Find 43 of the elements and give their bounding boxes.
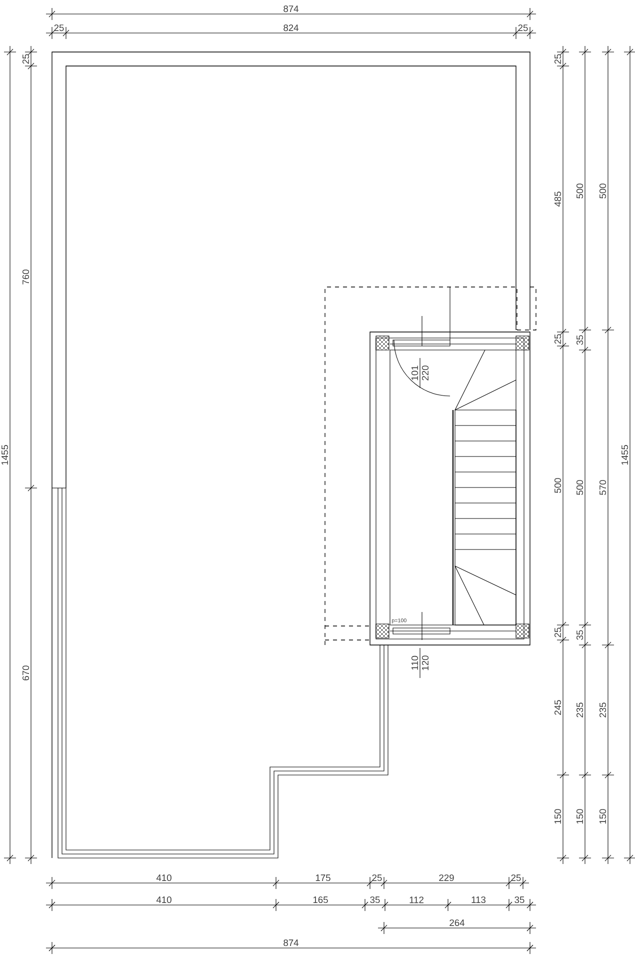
dimension-label: 150 bbox=[576, 809, 584, 824]
dimension-label: 500 bbox=[576, 480, 584, 495]
dimension-label: 264 bbox=[450, 919, 464, 926]
dimension-label: 500 bbox=[576, 184, 584, 198]
dimension-label: 874 bbox=[284, 5, 298, 12]
dimension-label: 25 bbox=[22, 54, 30, 64]
dimension-label: 175 bbox=[316, 874, 330, 882]
dimension-label: 112 bbox=[410, 896, 424, 904]
dimension-label: 1455 bbox=[622, 445, 628, 465]
dimension-label: 35 bbox=[576, 630, 584, 640]
dimension-label: 35 bbox=[576, 335, 584, 345]
dimension-label: 1455 bbox=[2, 445, 8, 465]
dimension-label: 25 bbox=[554, 334, 562, 344]
dimension-label: 235 bbox=[599, 702, 606, 718]
dimension-label: 113 bbox=[472, 896, 486, 904]
dimension-label: 570 bbox=[599, 480, 606, 495]
dimension-label: 150 bbox=[554, 809, 562, 824]
dimension-label: 670 bbox=[22, 666, 30, 680]
dimension-label: 245 bbox=[554, 700, 562, 715]
dimension-label: 25 bbox=[554, 628, 562, 638]
dimension-label: 35 bbox=[370, 896, 380, 904]
dimension-label: 500 bbox=[554, 478, 562, 493]
dimension-label: 120 bbox=[422, 656, 429, 670]
dimension-label: 235 bbox=[576, 702, 584, 718]
dimension-label: 110 bbox=[411, 656, 418, 670]
dimension-label: 500 bbox=[599, 184, 606, 198]
dimension-label: 824 bbox=[284, 24, 298, 32]
dimension-label: 410 bbox=[156, 874, 172, 882]
dimension-label: 485 bbox=[554, 192, 562, 207]
dimension-label: 25 bbox=[511, 874, 521, 882]
dimension-label: 25 bbox=[54, 24, 64, 32]
dimension-label: 229 bbox=[439, 874, 454, 882]
dimension-label: 25 bbox=[372, 874, 382, 882]
dimension-label: 760 bbox=[22, 270, 30, 284]
dimension-label: 874 bbox=[284, 939, 298, 946]
dimension-label: 101 bbox=[411, 366, 418, 380]
dimension-label: 410 bbox=[156, 896, 172, 904]
dimension-label: 150 bbox=[599, 809, 606, 824]
dimension-label: 220 bbox=[422, 366, 429, 380]
dimension-label: 25 bbox=[518, 24, 528, 32]
dimension-label: 35 bbox=[514, 896, 524, 904]
dimension-label: 165 bbox=[313, 896, 328, 904]
dimension-label: 25 bbox=[554, 54, 562, 64]
